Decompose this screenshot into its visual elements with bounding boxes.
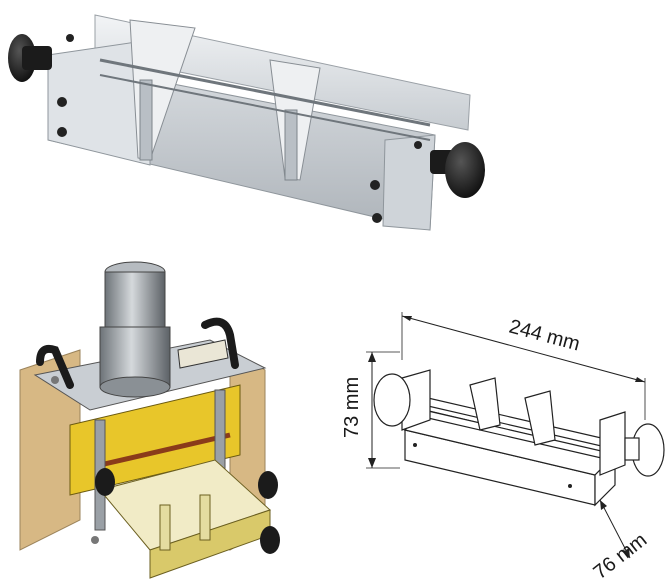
fixture-render — [0, 250, 310, 581]
outline-clamp-right — [524, 390, 556, 446]
fixture-photo-illustration — [8, 14, 485, 231]
left-handle — [36, 344, 74, 389]
right-knob — [445, 142, 485, 198]
yellow-front-plate — [69, 384, 241, 496]
outline-knob-right-hub — [624, 437, 640, 461]
fixture-outline — [373, 369, 665, 507]
right-clamp-post — [284, 109, 298, 181]
depth-arrow-bottom — [623, 548, 630, 558]
render-screw-1 — [51, 376, 59, 384]
cylinder-upper — [104, 271, 166, 328]
outline-knob-left — [373, 373, 411, 427]
height-label: 73 mm — [341, 377, 363, 438]
render-knob-bottom — [260, 526, 280, 554]
cutting-edge — [99, 432, 231, 468]
screw-6 — [66, 34, 74, 42]
right-end-block — [382, 134, 436, 231]
length-label: 244 mm — [507, 316, 582, 356]
length-dimension-line — [401, 315, 646, 383]
screw-3 — [370, 180, 380, 190]
outline-clamp-left — [469, 377, 501, 431]
guide-rod-upper — [99, 58, 431, 127]
render-screw-2 — [91, 536, 99, 544]
screw-5 — [414, 141, 422, 149]
cylinder-base — [99, 376, 171, 398]
render-knob-right — [258, 471, 278, 499]
screw-1 — [57, 97, 67, 107]
length-arrow-right — [635, 377, 645, 382]
outline-hole-1 — [413, 443, 417, 447]
outline-hole-2 — [568, 484, 572, 488]
dimension-drawing-svg: 244 mm 73 mm 76 mm — [341, 312, 665, 581]
left-clamp-post — [139, 79, 153, 161]
fixture-photo — [0, 0, 671, 250]
depth-label: 76 mm — [590, 529, 652, 581]
outline-end-right — [599, 411, 626, 476]
brass-clamp-right — [199, 494, 211, 541]
render-knob-left — [95, 468, 115, 496]
depth-arrow-top — [600, 500, 607, 510]
height-arrow-top — [368, 352, 376, 362]
length-arrow-left — [402, 316, 412, 321]
depth-dimension-line — [599, 499, 631, 559]
brass-clamp-left — [159, 504, 171, 551]
screw-2 — [57, 127, 67, 137]
screw-4 — [372, 213, 382, 223]
left-end-block — [47, 39, 151, 166]
label-plate — [177, 339, 229, 369]
right-handle — [201, 317, 239, 369]
fixture-render-illustration — [19, 261, 280, 579]
left-knob-hub — [22, 46, 52, 70]
guide-rod-lower — [99, 74, 431, 141]
height-arrow-bottom — [368, 458, 376, 468]
dimension-drawing: 244 mm 73 mm 76 mm — [330, 290, 671, 581]
